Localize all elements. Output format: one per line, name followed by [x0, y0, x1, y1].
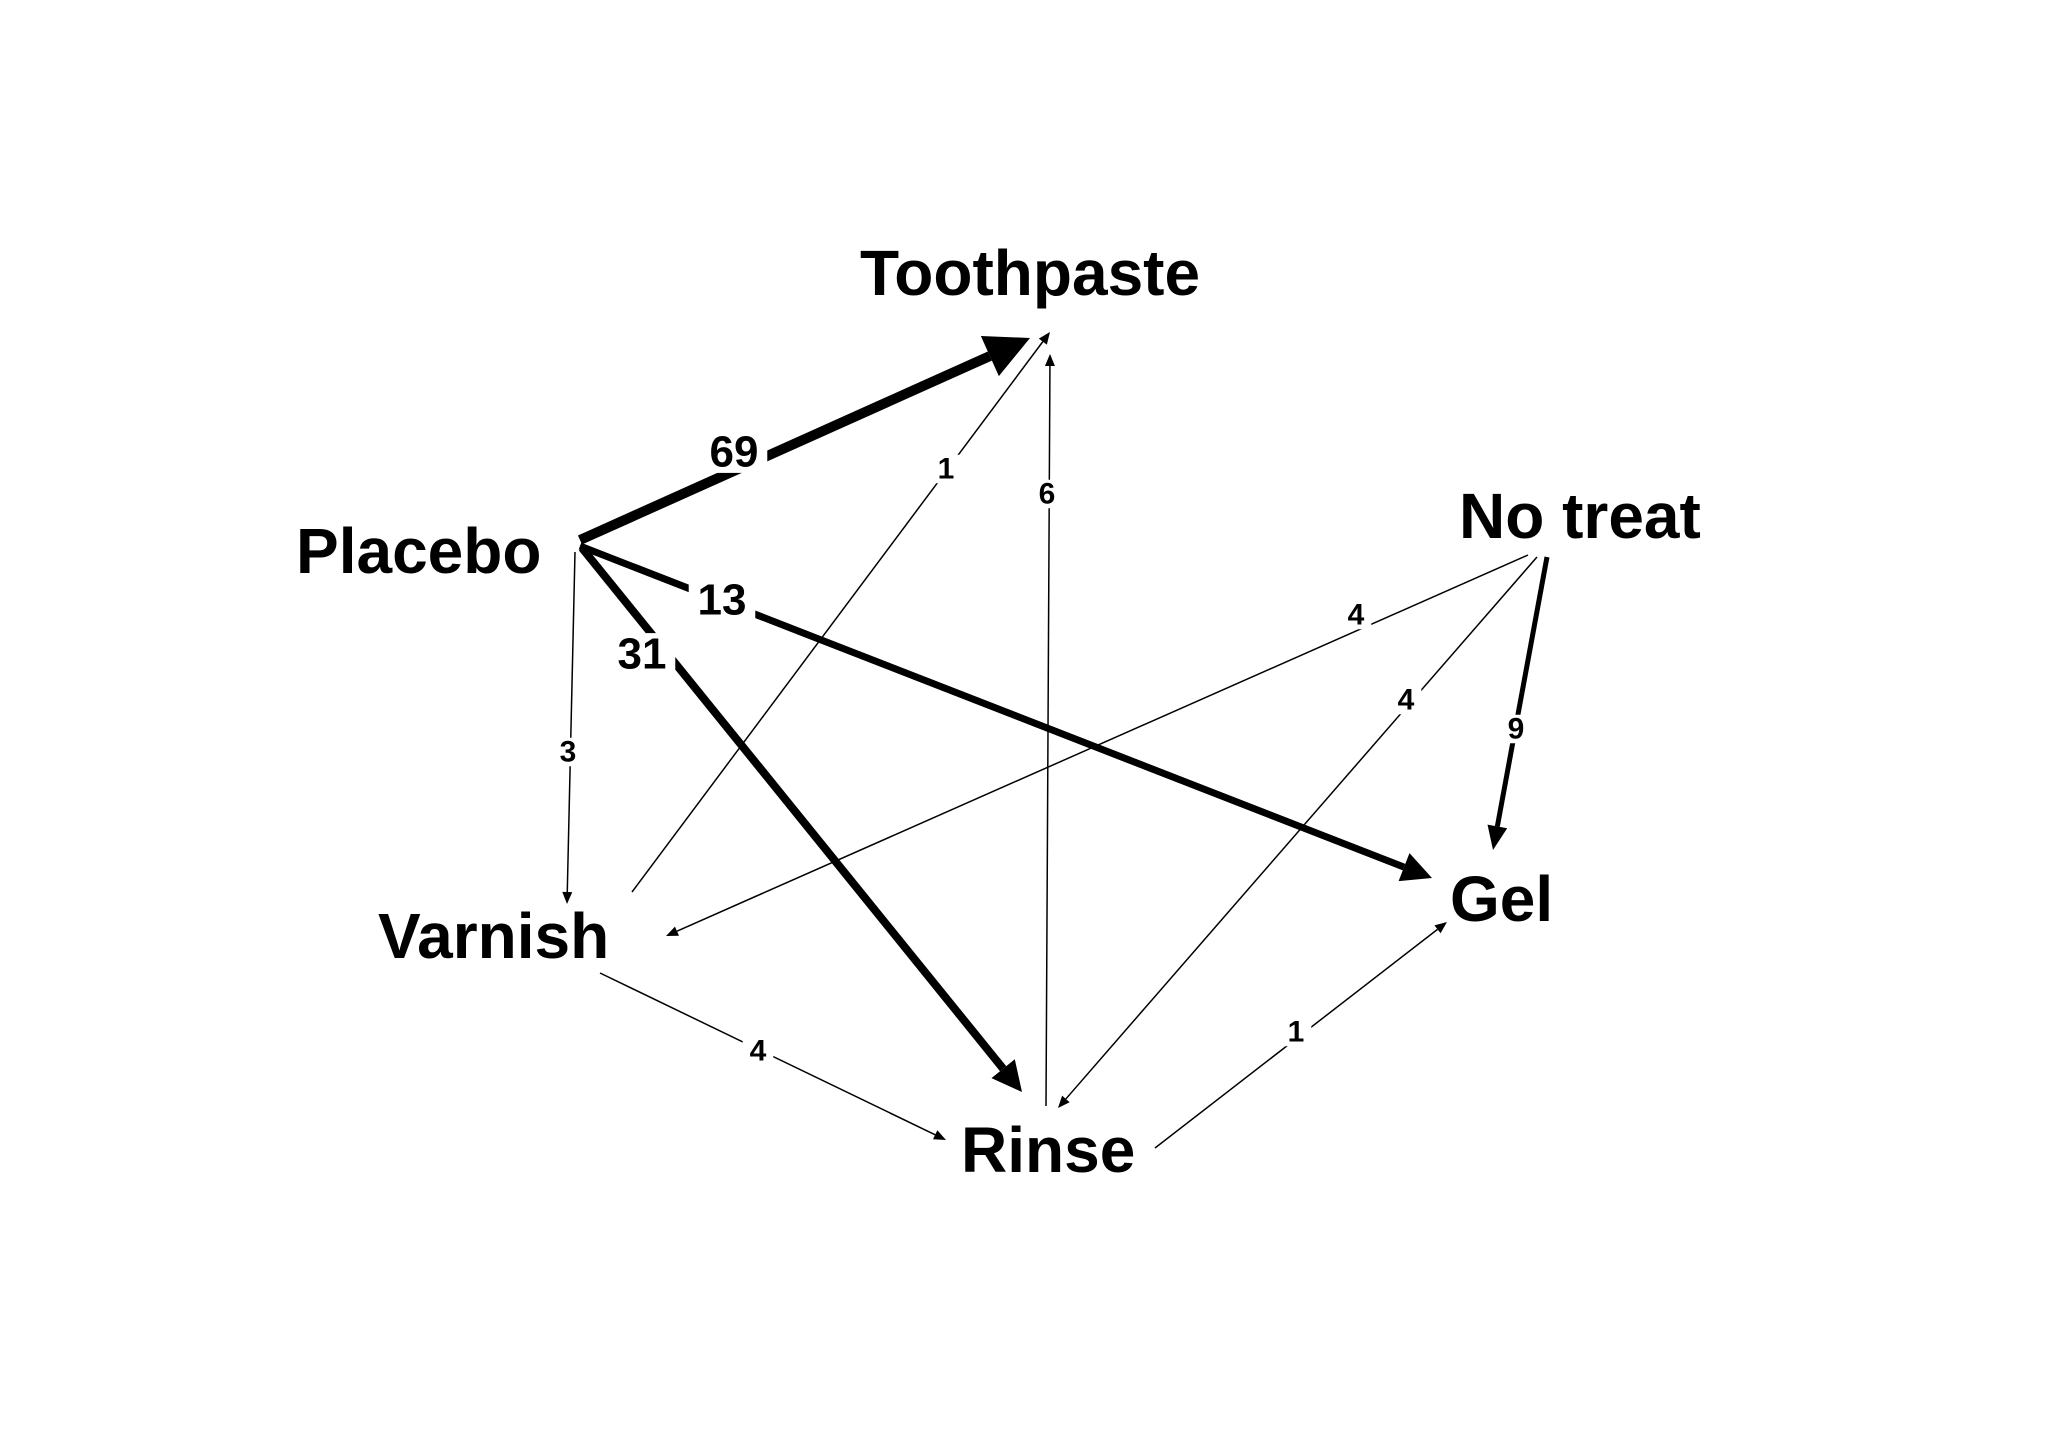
arrowhead-placebo-to-rinse	[991, 1059, 1022, 1092]
edge-weight-label: 4	[1348, 599, 1365, 632]
edge-placebo-to-toothpaste	[577, 351, 992, 545]
edge-weight-label-group: 4	[1340, 599, 1372, 632]
edge-weight-label: 1	[1288, 1016, 1305, 1049]
arrowhead-varnish-to-rinse	[933, 1130, 946, 1140]
edge-weight-label: 4	[1398, 684, 1415, 717]
edge-weight-label-group: 31	[608, 630, 676, 679]
edge-weight-label: 1	[938, 453, 955, 486]
edge-label-background	[742, 1036, 774, 1066]
edge-label-background	[552, 737, 584, 767]
edge-weight-label-group: 1	[1280, 1016, 1312, 1049]
edge-weight-label-group: 4	[1390, 684, 1422, 717]
edge-placebo-to-varnish	[566, 551, 576, 893]
node-gel: Gel	[1450, 863, 1553, 935]
edge-weight-label-group: 1	[930, 453, 962, 486]
edge-label-background	[1280, 1017, 1312, 1047]
edge-weight-label-group: 9	[1500, 713, 1532, 746]
arrowhead-varnish-to-toothpaste	[1038, 332, 1050, 345]
edge-varnish-to-toothpaste	[631, 341, 1044, 893]
edge-label-background	[700, 431, 768, 473]
edge-label-background	[688, 579, 756, 621]
arrowhead-no-treat-to-gel	[1487, 824, 1508, 850]
arrowhead-placebo-to-varnish	[562, 891, 573, 904]
edge-no-treat-to-gel	[1494, 556, 1550, 827]
edge-label-background	[930, 454, 962, 484]
node-varnish: Varnish	[378, 900, 609, 972]
edge-label-background	[1340, 600, 1372, 630]
node-rinse: Rinse	[961, 1114, 1135, 1186]
node-no-treat: No treat	[1459, 480, 1701, 552]
edge-weight-label-group: 13	[688, 576, 756, 625]
edge-weight-label-group: 3	[552, 736, 584, 769]
edge-weight-label: 69	[710, 428, 759, 477]
arrowhead-no-treat-to-varnish	[666, 926, 679, 936]
edge-label-background	[1031, 479, 1063, 509]
edge-no-treat-to-rinse	[1065, 556, 1538, 1100]
edge-weight-label: 13	[698, 576, 747, 625]
edge-no-treat-to-varnish	[676, 554, 1529, 932]
edge-label-background	[608, 633, 676, 675]
edge-weight-label-group: 6	[1031, 478, 1063, 511]
arrowhead-rinse-to-gel	[1434, 922, 1447, 934]
node-placebo: Placebo	[296, 515, 541, 587]
edge-weight-label: 3	[560, 736, 577, 769]
edge-label-background	[1390, 685, 1422, 715]
nodes-layer: Toothpaste Placebo No treat Varnish Gel …	[296, 237, 1701, 1186]
edge-weight-label: 31	[618, 630, 667, 679]
edge-weight-label: 4	[750, 1035, 767, 1068]
node-toothpaste: Toothpaste	[860, 237, 1200, 309]
arrowhead-rinse-to-toothpaste	[1044, 354, 1055, 367]
edge-weight-label: 9	[1508, 713, 1525, 746]
edge-label-background	[1500, 714, 1532, 744]
edge-weight-label: 6	[1039, 478, 1056, 511]
edge-weight-label-group: 4	[742, 1035, 774, 1068]
arrowhead-no-treat-to-rinse	[1058, 1095, 1070, 1108]
edge-weight-label-group: 69	[700, 428, 768, 477]
arrowhead-placebo-to-gel	[1398, 853, 1432, 882]
arrowhead-placebo-to-toothpaste	[980, 335, 1030, 377]
